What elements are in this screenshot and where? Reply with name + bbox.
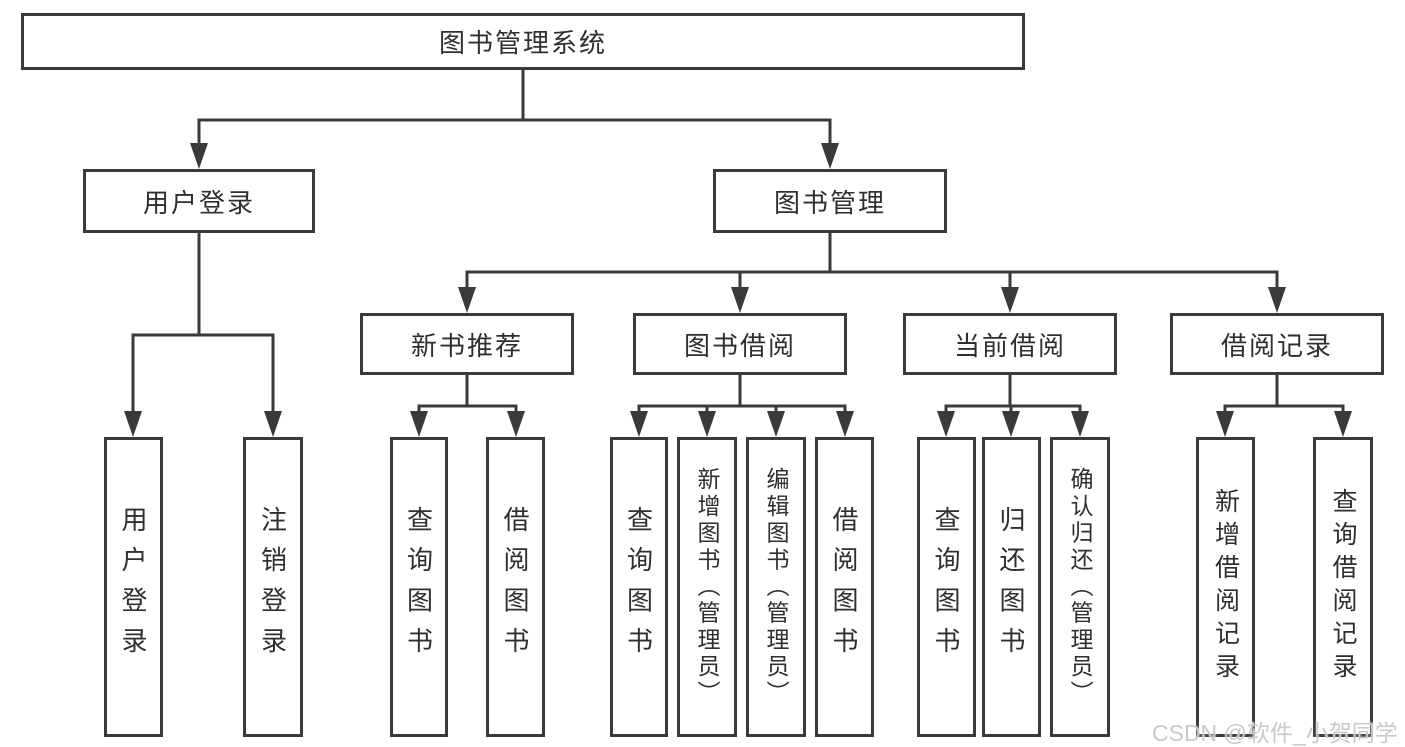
node-current-borrowing: 当前借阅 [903,313,1117,375]
leaf-confirm-return-admin: 确认归还（管理员） [1050,437,1110,737]
node-book-borrowing: 图书借阅 [633,313,847,375]
leaf-borrow-books: 借阅图书 [815,437,874,737]
node-borrowing-records: 借阅记录 [1170,313,1384,375]
leaf-query-books-recommend: 查询图书 [390,437,448,737]
leaf-user-login-label: 用户登录 [118,506,148,668]
leaf-user-login: 用户登录 [104,437,163,737]
node-new-book-recommendation: 新书推荐 [360,313,574,375]
leaf-borrow-books-recommend-label: 借阅图书 [500,506,530,668]
node-root-library-management-system: 图书管理系统 [21,13,1025,70]
leaf-add-books-admin: 新增图书（管理员） [677,437,737,737]
leaf-add-borrow-record-label: 新增借阅记录 [1211,488,1240,686]
leaf-logout-label: 注销登录 [257,506,288,668]
leaf-query-borrow-record-label: 查询借阅记录 [1329,488,1357,686]
node-root-label: 图书管理系统 [438,28,607,58]
leaf-query-books-borrowing: 查询图书 [610,437,668,737]
leaf-query-books-borrowing-label: 查询图书 [623,506,654,668]
leaf-confirm-return-admin-label: 确认归还（管理员） [1067,466,1093,708]
node-current-borrowing-label: 当前借阅 [953,330,1066,361]
leaf-query-books-current: 查询图书 [917,437,976,737]
node-book-borrowing-label: 图书借阅 [683,330,796,361]
leaf-edit-books-admin: 编辑图书（管理员） [746,437,806,737]
leaf-add-books-admin-label: 新增图书（管理员） [694,466,720,708]
leaf-logout: 注销登录 [243,437,303,737]
leaf-query-borrow-record: 查询借阅记录 [1313,437,1373,737]
node-new-book-recommendation-label: 新书推荐 [410,330,523,361]
leaf-query-books-current-label: 查询图书 [931,506,961,668]
leaf-edit-books-admin-label: 编辑图书（管理员） [763,466,789,708]
csdn-watermark: CSDN @软件_小贺同学 [1152,720,1398,746]
leaf-query-books-recommend-label: 查询图书 [403,506,434,668]
node-borrowing-records-label: 借阅记录 [1220,330,1333,361]
node-book-management-label: 图书管理 [773,187,886,218]
leaf-return-books-label: 归还图书 [996,506,1026,668]
node-user-login-label: 用户登录 [142,187,255,218]
leaf-return-books: 归还图书 [982,437,1041,737]
leaf-add-borrow-record: 新增借阅记录 [1196,437,1255,737]
leaf-borrow-books-label: 借阅图书 [829,506,859,668]
node-book-management: 图书管理 [713,169,947,233]
leaf-borrow-books-recommend: 借阅图书 [486,437,545,737]
node-user-login: 用户登录 [83,169,315,233]
